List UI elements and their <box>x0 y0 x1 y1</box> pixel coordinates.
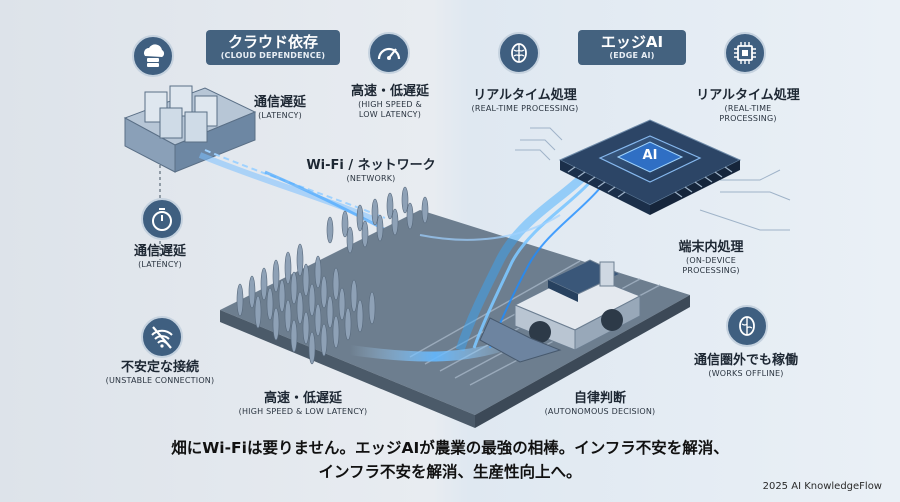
autonomous-decision-title: 自律判断 <box>573 391 626 406</box>
realtime-left-subtitle: (REAL-TIME PROCESSING) <box>471 104 579 113</box>
caption-line-1: 畑にWi-Fiは要りません。エッジAIが農業の最強の相棒。インフラ不安を解消、 <box>171 439 729 457</box>
cpu-chip-icon <box>724 32 766 74</box>
high-speed-top-subtitle-2: LOW LATENCY) <box>358 110 422 119</box>
cloud-dependence-badge: クラウド依存 (CLOUD DEPENDENCE) <box>206 30 340 65</box>
network-subtitle: (NETWORK) <box>346 174 396 183</box>
brain-offline-icon <box>726 305 768 347</box>
high-speed-top-label: 高速・低遅延 (HIGH SPEED & LOW LATENCY) <box>340 84 440 120</box>
high-speed-bottom-label: 高速・低遅延 (HIGH SPEED & LOW LATENCY) <box>228 391 378 417</box>
cloud-latency-label: 通信遅延 (LATENCY) <box>240 95 320 121</box>
realtime-right-subtitle-2: PROCESSING) <box>719 114 777 123</box>
high-speed-top-subtitle-1: (HIGH SPEED & <box>358 100 422 109</box>
high-speed-top-title: 高速・低遅延 <box>350 84 429 99</box>
unstable-connection-title: 不安定な接続 <box>120 360 199 375</box>
high-speed-bottom-subtitle: (HIGH SPEED & LOW LATENCY) <box>238 407 368 416</box>
server-stack <box>123 85 257 173</box>
cloud-latency-subtitle: (LATENCY) <box>258 111 302 120</box>
high-speed-bottom-title: 高速・低遅延 <box>263 391 342 406</box>
cloud-dependence-title: クラウド依存 <box>227 33 318 51</box>
realtime-right-label: リアルタイム処理 (REAL-TIME PROCESSING) <box>688 88 808 124</box>
harvester <box>479 259 642 363</box>
on-device-title: 端末内処理 <box>678 240 744 255</box>
ai-chip <box>558 119 742 215</box>
brain-icon <box>498 32 540 74</box>
on-device-label: 端末内処理 (ON-DEVICE PROCESSING) <box>666 240 756 276</box>
edge-ai-title: エッジAI <box>600 33 664 51</box>
gauge-icon <box>368 32 410 74</box>
stopwatch-icon <box>141 198 183 240</box>
autonomous-decision-subtitle: (AUTONOMOUS DECISION) <box>544 407 656 416</box>
edge-ai-subtitle: (EDGE AI) <box>609 51 655 60</box>
autonomous-decision-label: 自律判断 (AUTONOMOUS DECISION) <box>540 391 660 417</box>
caption-line-2: インフラ不安を解消、生産性向上へ。 <box>318 463 582 481</box>
on-device-subtitle-1: (ON-DEVICE <box>686 256 736 265</box>
on-device-subtitle-2: PROCESSING) <box>682 266 740 275</box>
wifi-off-icon <box>141 316 183 358</box>
works-offline-subtitle: (WORKS OFFLINE) <box>708 369 784 378</box>
works-offline-title: 通信圏外でも稼働 <box>693 353 798 368</box>
latency-left-subtitle: (LATENCY) <box>138 260 182 269</box>
farm-field <box>220 186 690 428</box>
latency-left-label: 通信遅延 (LATENCY) <box>118 244 202 270</box>
unstable-connection-label: 不安定な接続 (UNSTABLE CONNECTION) <box>92 360 228 386</box>
works-offline-label: 通信圏外でも稼働 (WORKS OFFLINE) <box>682 353 810 379</box>
chip-label: AI <box>642 148 658 163</box>
unstable-connection-subtitle: (UNSTABLE CONNECTION) <box>105 376 215 385</box>
edge-ai-badge: エッジAI (EDGE AI) <box>578 30 686 65</box>
cloud-dependence-subtitle: (CLOUD DEPENDENCE) <box>220 51 326 60</box>
realtime-left-title: リアルタイム処理 <box>473 88 577 103</box>
latency-left-title: 通信遅延 <box>133 244 186 259</box>
realtime-right-subtitle-1: (REAL-TIME <box>724 104 772 113</box>
realtime-left-label: リアルタイム処理 (REAL-TIME PROCESSING) <box>460 88 590 114</box>
circuit-traces <box>515 127 791 231</box>
cloud-latency-title: 通信遅延 <box>253 95 306 110</box>
realtime-right-title: リアルタイム処理 <box>696 88 800 103</box>
network-label: Wi-Fi / ネットワーク (NETWORK) <box>296 158 446 184</box>
network-title: Wi-Fi / ネットワーク <box>306 158 436 173</box>
credit: 2025 AI KnowledgeFlow <box>762 481 882 492</box>
cloud-database-icon <box>132 35 174 77</box>
